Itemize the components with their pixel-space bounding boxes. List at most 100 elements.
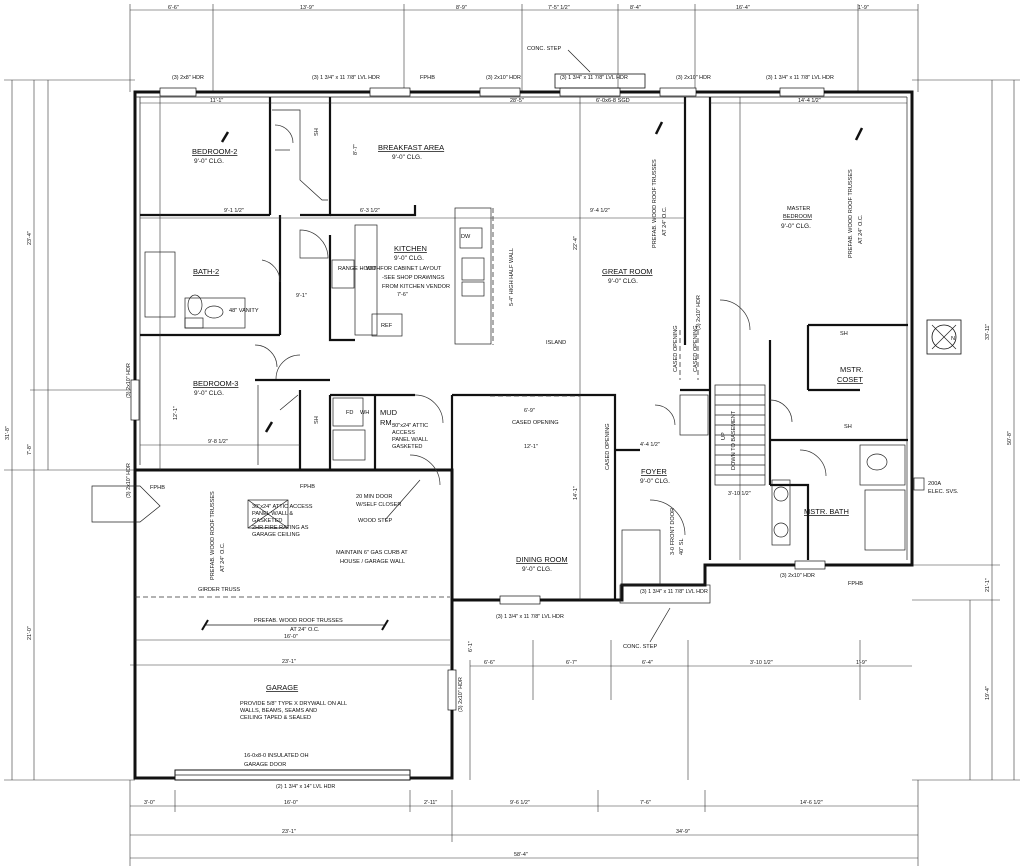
interior-dimensions: 11'-1" 28'-5" 14'-4 1/2" 9'-1 1/2" 6'-3 … — [135, 97, 907, 652]
note-attic-g-4: 2HR FIRE RATING AS — [252, 525, 309, 531]
closet-name: MSTR. — [840, 365, 863, 374]
dim-left-2: 31'-8" — [5, 426, 11, 440]
dining-clg: 9'-0" CLG. — [522, 566, 552, 573]
dim-int-9: 9'-8 1/2" — [208, 439, 228, 445]
right-dimensions: 33'-11" 50'-8" 21'-1" 19'-4" — [912, 79, 1020, 781]
note-sgd: 6'-0x6-8 SGD — [596, 98, 630, 104]
dim-mid-4: 3'-10 1/2" — [750, 660, 773, 666]
room-labels: BEDROOM-2 9'-0" CLG. BREAKFAST AREA 9'-0… — [192, 143, 863, 692]
dim-mid-6: 23'-1" — [282, 659, 296, 665]
note-garage-door-2: GARAGE DOOR — [244, 762, 286, 768]
note-cabinet-2: -SEE SHOP DRAWINGS — [382, 275, 445, 281]
dim-top-1: 6'-6" — [168, 5, 179, 11]
note-attic-m-4: GASKETED — [392, 444, 422, 450]
note-cabinet-1: WITHFOR CABINET LAYOUT — [366, 266, 442, 272]
header-6: (3) 1 3/4" x 11 7/8" LVL HDR — [766, 75, 834, 81]
note-trusses-master-1: PREFAB. WOOD ROOF TRUSSES — [848, 169, 854, 258]
dim-bottom-2: 16'-0" — [284, 800, 298, 806]
note-trusses-great-2: AT 24" O.C. — [662, 206, 668, 236]
header-1: (3) 2x8" HDR — [172, 75, 204, 81]
master-name-2: BEDROOM — [783, 214, 812, 220]
note-dw: DW — [461, 234, 471, 240]
dim-top-3: 8'-9" — [456, 5, 467, 11]
dim-left-1: 23'-4" — [27, 231, 33, 245]
dim-left-3: 7'-8" — [27, 444, 33, 455]
dim-bottom-4: 9'-6 1/2" — [510, 800, 530, 806]
kitchen-name: KITCHEN — [394, 244, 427, 253]
header-7: (3) 2x10" HDR — [780, 573, 815, 579]
header-5: (3) 2x10" HDR — [676, 75, 711, 81]
truss-arrows — [201, 121, 864, 631]
dim-bottom-6: 14'-6 1/2" — [800, 800, 823, 806]
dim-left-4: 21'-0" — [27, 626, 33, 640]
header-labels: (3) 2x8" HDR (3) 1 3/4" x 11 7/8" LVL HD… — [126, 75, 834, 790]
note-conc-step-top: CONC. STEP — [527, 46, 561, 52]
mid-dimensions: 6'-6" 6'-7" 6'-4" 3'-10 1/2" 1'-9" 23'-1… — [130, 640, 912, 780]
note-sh-4: SH — [844, 424, 852, 430]
dim-int-3: 14'-4 1/2" — [798, 98, 821, 104]
dim-int-13: 14'-1" — [573, 486, 579, 500]
dim-int-8: 7'-6" — [397, 292, 408, 298]
mud-name: MUD — [380, 408, 398, 417]
note-drywall-3: CEILING TAPED & SEALED — [240, 715, 311, 721]
dim-top-4: 7'-5" 1/2" — [548, 5, 570, 11]
dim-bottom-9: 58'-4" — [514, 852, 528, 858]
note-trusses-left-1: PREFAB. WOOD ROOF TRUSSES — [210, 491, 216, 580]
note-trusses-master-2: AT 24" O.C. — [858, 214, 864, 244]
dim-right-4: 19'-4" — [985, 686, 991, 700]
note-attic-g-2: PANEL W/ALL & — [252, 511, 293, 517]
note-fire-door-2: W/SELF CLOSER — [356, 502, 401, 508]
note-fphb-4: FPHB — [150, 485, 165, 491]
header-8: (3) 1 3/4" x 11 7/8" LVL HDR — [640, 589, 708, 595]
dim-int-6: 9'-4 1/2" — [590, 208, 610, 214]
dim-int-11: 12'-1" — [524, 444, 538, 450]
great-clg: 9'-0" CLG. — [608, 278, 638, 285]
dim-mid-2: 6'-7" — [566, 660, 577, 666]
island-name: ISLAND — [546, 340, 566, 346]
note-conc-step-bottom: CONC. STEP — [623, 644, 657, 650]
dim-int-19: 12'-1" — [173, 406, 179, 420]
dim-bottom-3: 2'-11" — [424, 800, 437, 806]
dim-int-18: 8'-7" — [353, 144, 359, 155]
dim-int-4: 9'-1 1/2" — [224, 208, 244, 214]
note-ref: REF — [381, 323, 393, 329]
note-front-door: 3-0 FRONT DOOR — [670, 508, 676, 555]
foyer-name: FOYER — [641, 467, 667, 476]
dim-int-17: 6'-1" — [468, 641, 474, 652]
dim-int-10: 6'-9" — [524, 408, 535, 414]
mud-name-2: RM. — [380, 418, 394, 427]
dim-int-16: 16'-0" — [284, 634, 298, 640]
door-swings — [254, 124, 827, 536]
header-9: (3) 1 3/4" x 11 7/8" LVL HDR — [496, 614, 564, 620]
breakfast-name: BREAKFAST AREA — [378, 143, 444, 152]
note-wood-step: WOOD STEP — [358, 518, 392, 524]
dim-bottom-8: 34'-9" — [676, 829, 690, 835]
dim-int-2: 28'-5" — [510, 98, 524, 104]
note-wh: WH — [360, 410, 369, 416]
header-10: (2) 1 3/4" x 14" LVL HDR — [276, 784, 335, 790]
dim-top-2: 13'-9" — [300, 5, 314, 11]
top-dimensions: 6'-6" 13'-9" 8'-9" 7'-5" 1/2" 8'-4" 16'-… — [129, 4, 919, 92]
dim-bottom-1: 3'-0" — [144, 800, 155, 806]
note-sh-1: SH — [314, 128, 320, 136]
bedroom2-clg: 9'-0" CLG. — [194, 158, 224, 165]
header-4: (3) 1 3/4" x 11 7/8" LVL HDR — [560, 75, 628, 81]
note-attic-g-5: GARAGE CEILING — [252, 532, 300, 538]
note-attic-m-2: ACCESS — [392, 430, 415, 436]
note-half-wall: 5-4" HIGH HALF WALL — [509, 248, 515, 306]
dim-mid-3: 6'-4" — [642, 660, 653, 666]
note-trusses-garage-1: PREFAB. WOOD ROOF TRUSSES — [254, 618, 343, 624]
garage-name: GARAGE — [266, 683, 298, 692]
header-2: (3) 1 3/4" x 11 7/8" LVL HDR — [312, 75, 380, 81]
dim-right-3: 21'-1" — [985, 578, 991, 592]
great-name: GREAT ROOM — [602, 267, 653, 276]
dim-int-5: 6'-3 1/2" — [360, 208, 380, 214]
dim-top-7: 1'-9" — [858, 5, 869, 11]
left-dimensions: 23'-4" 31'-8" 7'-8" 21'-0" — [4, 79, 135, 781]
note-range-hood: RANGE HOOD — [338, 266, 376, 272]
note-cabinet-3: FROM KITCHEN VENDOR — [382, 284, 450, 290]
header-12: (3) 2x10" HDR — [126, 463, 132, 498]
dim-bottom-5: 7'-6" — [640, 800, 651, 806]
dim-mid-5: 1'-9" — [856, 660, 867, 666]
